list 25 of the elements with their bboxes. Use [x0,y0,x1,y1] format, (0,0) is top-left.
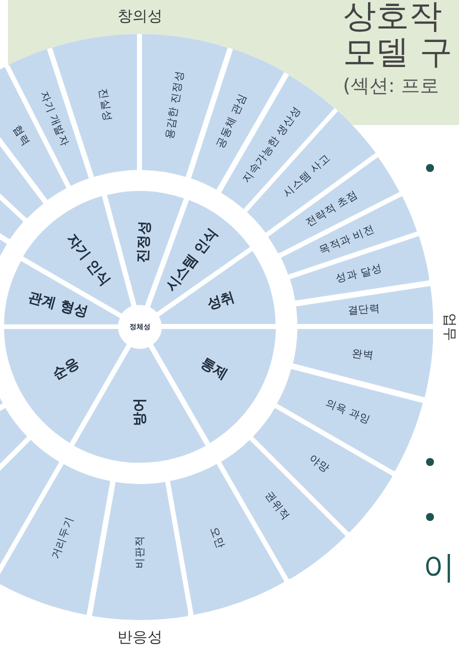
segment-label: 방어 [132,398,147,426]
axis-label: 반응성 [118,628,162,646]
segment-label: 관계 형성 [26,290,90,320]
segment-label: 완벽 [352,348,375,362]
segment-label: 야망 [306,453,330,475]
axis-label: 업무 [441,313,457,341]
segment-label: 의욕 과잉 [324,398,372,426]
segment-label: 목적과 비전 [318,224,376,256]
segment-label: 용감한 진정성 [164,70,186,140]
segment-label: 오만 [208,526,226,551]
heading-text: 상호작 [343,0,442,34]
segment-label: 협력 [10,124,32,148]
axis-label: 창의성 [118,8,162,24]
segment-label: 성과 달성 [334,264,383,285]
segment-label: 비판적 [134,535,146,568]
segment-label: 순응 [50,356,82,383]
heading-text: 모델 구 [343,34,452,70]
subtitle-text: (섹션: 프로 [343,76,439,97]
body-text: 이 [423,550,455,586]
segment-label: 성취 [206,290,236,312]
segment-label: 진실성 [97,88,113,122]
segment-label: 자기 인식 [64,231,112,288]
segment-label: 결단력 [348,304,382,317]
segment-label: 진정성 [136,220,152,264]
segment-label: 통제 [198,356,230,383]
